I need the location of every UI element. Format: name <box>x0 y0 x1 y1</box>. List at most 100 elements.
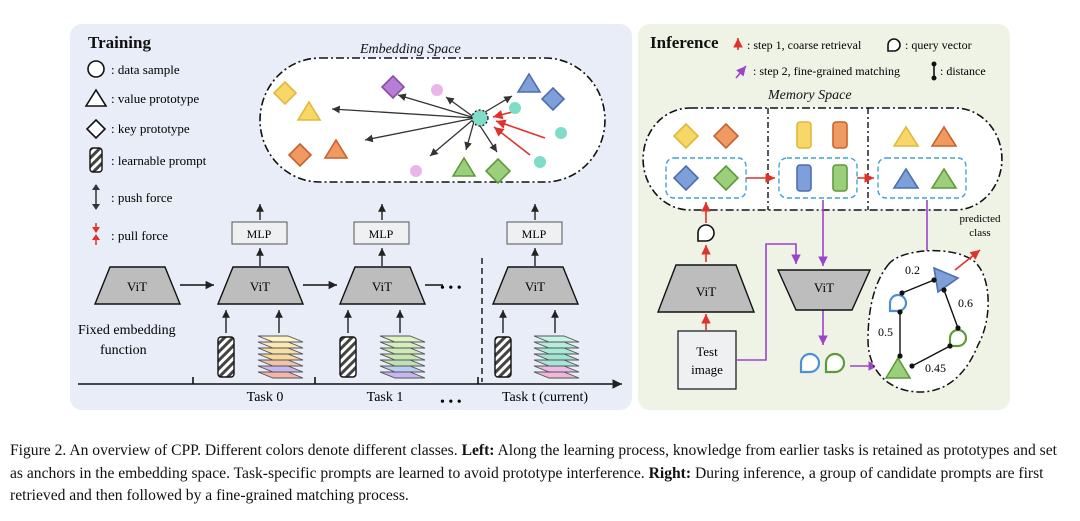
teal-data-sample-1 <box>509 102 521 114</box>
vit-task0-label: ViT <box>250 279 270 294</box>
memory-blue-key <box>672 164 700 192</box>
legend-label-value-prototype: : value prototype <box>111 91 199 106</box>
fixed-function-label-line2: function <box>100 343 147 358</box>
fixed-function-label-line1: Fixed embedding <box>78 323 176 338</box>
query-vector-icon <box>887 38 901 52</box>
caption-right-label: Right: <box>648 464 692 482</box>
memory-space-boundary <box>642 107 1003 211</box>
legend-step2: : step 2, fine-grained matching <box>753 64 900 78</box>
inference-title: Inference <box>650 33 719 52</box>
legend-label-data-sample: : data sample <box>111 62 180 77</box>
pink-data-sample <box>431 84 443 96</box>
training-legend: : data sample : value prototype : key pr… <box>84 60 207 245</box>
blue-query-vector <box>799 352 821 374</box>
inference-vit2-block <box>776 269 872 311</box>
task1-label: Task 1 <box>367 390 404 405</box>
mlp-task0-label: MLP <box>247 227 272 241</box>
triangle-icon <box>84 88 108 107</box>
memory-green-prompt <box>832 164 848 192</box>
matching-green-query <box>948 328 968 348</box>
distance-icon <box>931 61 937 81</box>
retrieved-values-box <box>877 157 967 199</box>
pipeline-ellipsis: • • • <box>440 281 462 296</box>
caption-left-label: Left: <box>461 442 495 459</box>
test-image-box <box>677 330 737 390</box>
vit-fixed-label: ViT <box>127 279 147 294</box>
distance-links <box>899 279 959 367</box>
mlp-taskt-label: MLP <box>522 227 547 241</box>
memory-orange-value <box>930 125 958 147</box>
predicted-class-label-line1: predicted <box>960 213 1001 225</box>
cpp-overview-figure: Training : data sample : value prototype… <box>70 24 1010 410</box>
memory-orange-key <box>712 122 740 150</box>
mlp-taskt-block <box>506 221 563 245</box>
step2-arrow-icon <box>735 65 747 79</box>
data-stack-taskt <box>533 335 580 379</box>
task-ellipsis: • • • <box>440 395 462 410</box>
legend-distance: : distance <box>940 64 986 78</box>
orange-value-prototype <box>323 138 349 159</box>
training-panel: Training : data sample : value prototype… <box>70 24 632 410</box>
vit-taskt-block <box>491 266 580 305</box>
vit-task1-label: ViT <box>372 279 392 294</box>
memory-green-key <box>712 164 740 192</box>
memory-space-title: Memory Space <box>767 88 852 103</box>
test-image-label-line2: image <box>691 362 723 377</box>
legend-label-learnable-prompt: : learnable prompt <box>111 153 207 168</box>
inference-vit2-label: ViT <box>814 280 834 295</box>
yellow-key-prototype <box>272 80 298 106</box>
legend-label-pull-force: : pull force <box>111 228 168 243</box>
orange-key-prototype <box>287 142 313 168</box>
embedding-space-title: Embedding Space <box>359 42 461 57</box>
data-stack-task0 <box>257 335 304 379</box>
mlp-task1-label: MLP <box>369 227 394 241</box>
memory-yellow-prompt <box>796 121 812 149</box>
prompt-task1 <box>339 336 357 378</box>
inference-vit-block <box>656 264 756 313</box>
green-value-prototype <box>451 156 477 177</box>
matching-region: 0.2 0.6 0.5 0.45 predicted class <box>867 213 1001 393</box>
matching-blue-query <box>888 293 908 313</box>
vit-task0-block <box>216 266 305 305</box>
data-stack-task1 <box>379 335 426 379</box>
training-title: Training <box>88 33 151 52</box>
distance-label-0: 0.2 <box>905 263 920 277</box>
test-image-label-line1: Test <box>696 344 718 359</box>
distance-label-3: 0.45 <box>925 361 946 375</box>
prompt-task0 <box>217 336 235 378</box>
taskt-label: Task t (current) <box>502 390 588 405</box>
blue-key-prototype <box>540 86 566 112</box>
embedding-space-boundary <box>259 57 606 183</box>
figure-caption: Figure 2. An overview of CPP. Different … <box>10 440 1072 508</box>
predicted-class-label-line2: class <box>969 227 990 239</box>
vertical-arrows <box>222 204 559 333</box>
distance-label-1: 0.6 <box>958 296 973 310</box>
yellow-value-prototype <box>296 100 322 121</box>
inference-legend: : step 1, coarse retrieval : query vecto… <box>733 38 986 81</box>
embedding-space <box>259 57 606 185</box>
inference-vit-label: ViT <box>696 284 716 299</box>
distance-label-2: 0.5 <box>878 325 893 339</box>
circle-icon <box>87 60 105 78</box>
timeline <box>78 377 622 389</box>
legend-label-key-prototype: : key prototype <box>111 121 190 136</box>
legend-step1: : step 1, coarse retrieval <box>747 38 862 52</box>
blue-value-prototype <box>516 72 542 93</box>
legend-query: : query vector <box>905 38 972 52</box>
diamond-icon <box>85 118 107 140</box>
push-arrow-icon <box>92 184 100 210</box>
memory-orange-prompt <box>832 121 848 149</box>
green-query-vector <box>824 352 846 374</box>
distance-dots <box>897 277 961 369</box>
query-vector <box>697 224 715 242</box>
memory-yellow-value <box>892 125 920 147</box>
memory-space <box>642 107 1003 211</box>
hatched-prompt-icon <box>89 147 103 173</box>
caption-intro: Figure 2. An overview of CPP. Different … <box>10 442 462 459</box>
vit-fixed-block <box>93 266 182 305</box>
task0-label: Task 0 <box>247 390 284 405</box>
mlp-task1-block <box>353 221 410 245</box>
memory-green-value <box>930 167 958 189</box>
teal-data-sample-3 <box>534 156 546 168</box>
legend-label-push-force: : push force <box>111 190 173 205</box>
